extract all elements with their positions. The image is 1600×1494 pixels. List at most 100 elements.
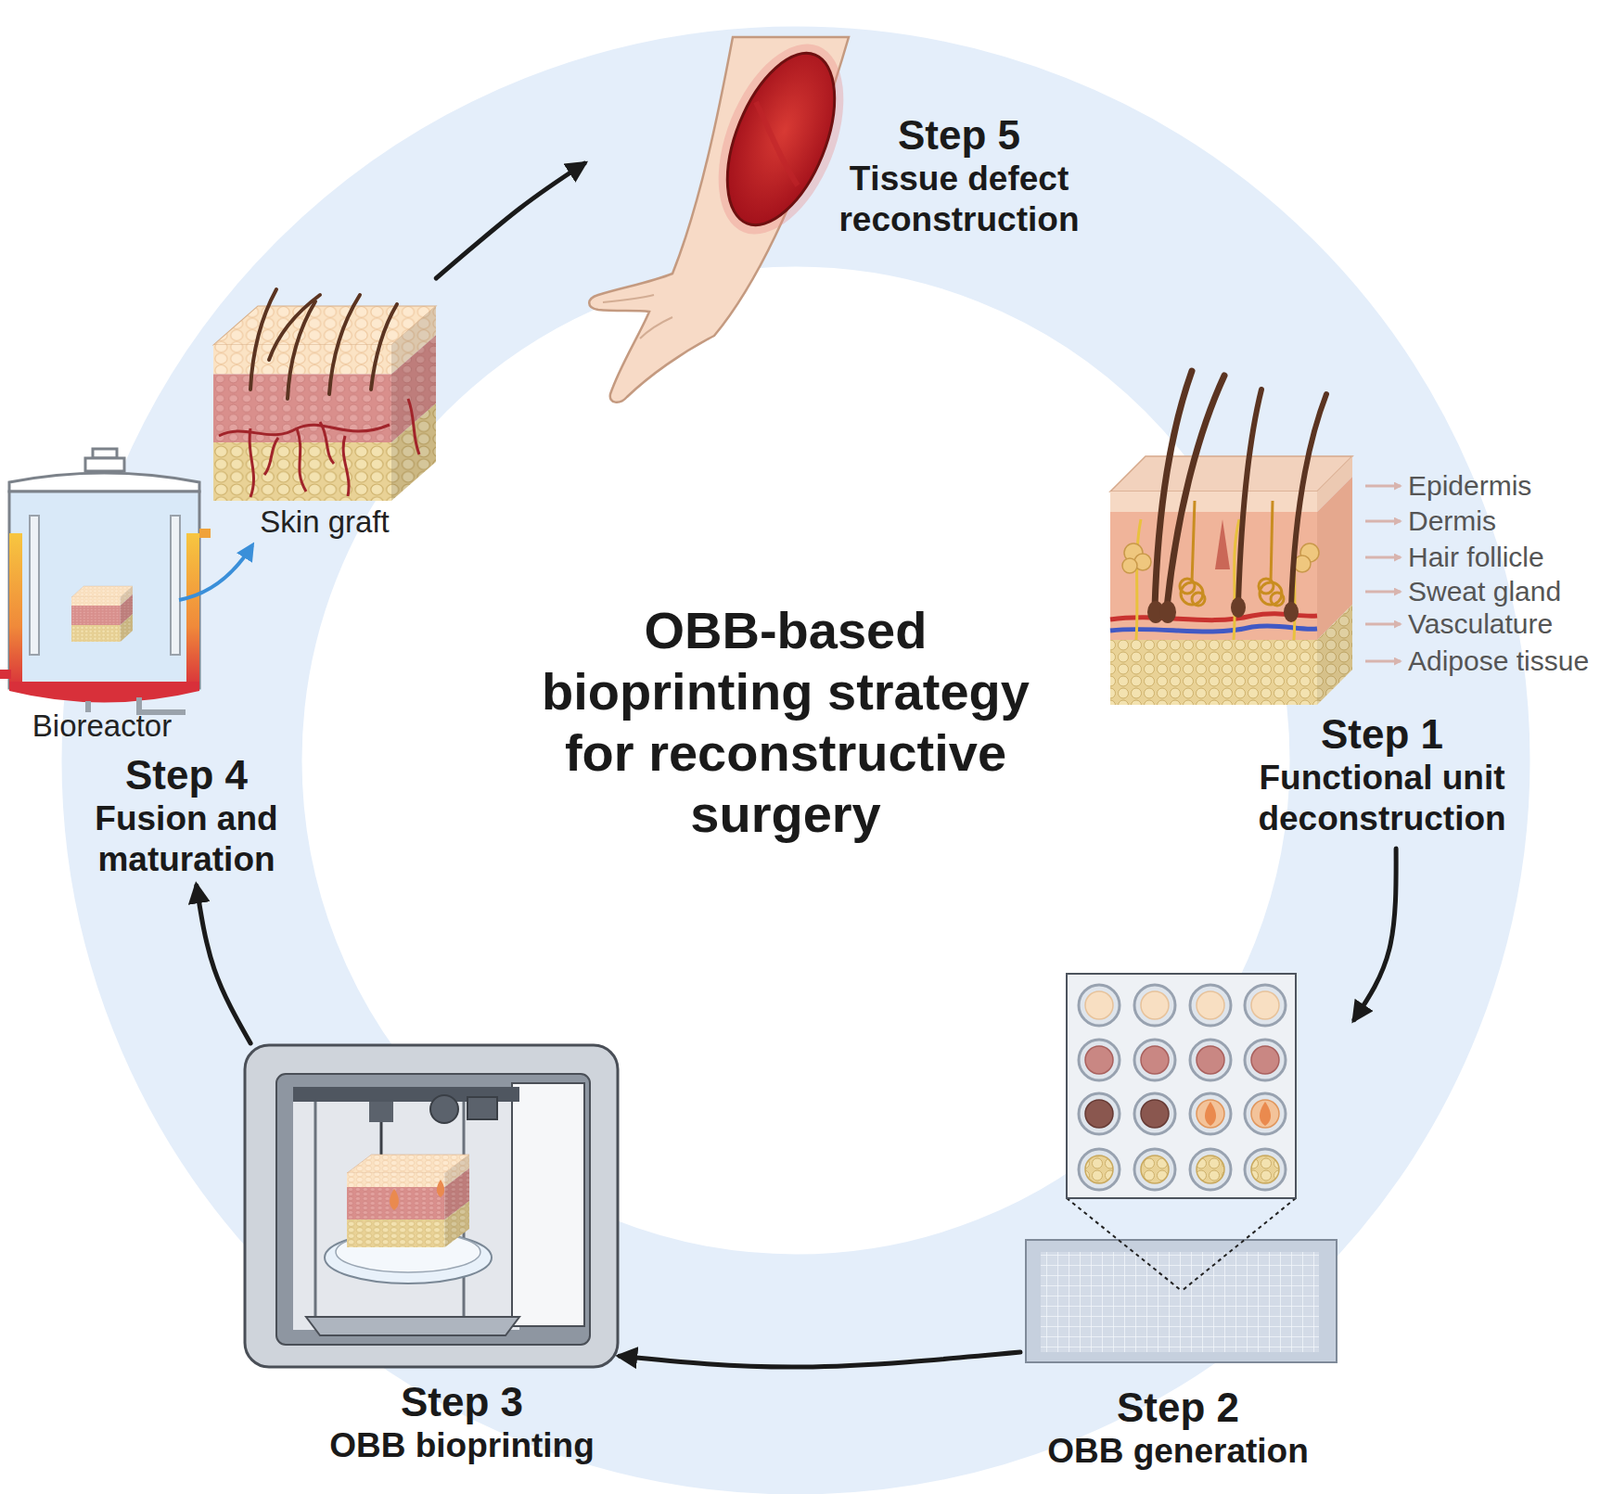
bioprinter-part — [389, 1189, 399, 1211]
step-description: Fusion and maturation — [65, 798, 308, 881]
skin-graft-part-part — [371, 304, 397, 390]
skin-cross-section-part — [1215, 519, 1230, 570]
bioprinter-part — [467, 1097, 498, 1120]
well-plate-part — [1196, 1100, 1280, 1128]
well-plate-part-part — [1190, 1149, 1231, 1191]
step-node: Step 3OBB bioprinting — [243, 1043, 620, 1472]
arm-illustration-part — [640, 317, 673, 339]
well-plate-part-part — [1085, 1100, 1114, 1128]
well-plate-part-part — [1085, 1155, 1114, 1184]
step-node: Step 5Tissue defect reconstruction — [584, 83, 1104, 404]
well-plate-part-part — [1251, 1155, 1280, 1184]
skin-graft-part-part — [296, 428, 307, 492]
skin-cross-section-part-part — [1122, 558, 1138, 574]
well-plate-part-part — [1196, 1100, 1225, 1128]
step-description: OBB bioprinting — [313, 1425, 611, 1467]
skin-cross-section-part — [1365, 486, 1401, 662]
skin-cross-section-part — [1179, 500, 1284, 606]
well-plate-part — [1085, 1100, 1169, 1128]
cycle-arrow — [435, 163, 585, 279]
skin-cross-section-part-part — [1191, 500, 1195, 583]
well-plate-part — [1181, 1198, 1296, 1292]
layer-label: Vasculature — [1408, 607, 1553, 641]
skin-graft-part-part — [320, 422, 334, 464]
step-description: OBB generation — [1020, 1431, 1336, 1472]
well-plate-part-part — [1134, 985, 1176, 1026]
well-plate-part-part — [1204, 1101, 1216, 1127]
step-node: Step 2OBB generation — [1020, 969, 1355, 1475]
bioreactor-vessel-part — [9, 533, 23, 689]
skin-cross-section-part-part — [1238, 389, 1262, 603]
skin-graft-part — [218, 398, 420, 498]
skin-cross-section-part-part — [1166, 375, 1225, 608]
arm-illustration-part — [755, 102, 798, 186]
step-number: Step 3 — [313, 1379, 611, 1426]
well-plate-part-part — [1140, 1046, 1169, 1075]
step-label-group: Step 2OBB generation — [1020, 1384, 1336, 1472]
bioprinter-part — [346, 1154, 470, 1248]
cycle-arrow — [619, 1352, 1021, 1368]
bioprinter-part — [293, 1087, 520, 1331]
well-plate-part — [1025, 1240, 1337, 1363]
well-plate-part-part — [1251, 991, 1280, 1020]
bioreactor-vessel-part — [186, 533, 200, 689]
bioreactor-vessel-part — [199, 528, 211, 538]
well-plate-part-part — [1140, 991, 1169, 1020]
layer-label: Epidermis — [1408, 469, 1532, 503]
skin-graft-part — [213, 306, 436, 501]
skin-cross-section-part — [1110, 491, 1318, 512]
skin-cross-section-part-part — [1270, 500, 1273, 583]
tissue-defect — [705, 38, 857, 241]
layer-label: Hair follicle — [1408, 540, 1545, 575]
skin-cross-section-part — [1317, 604, 1353, 705]
skin-graft-part-part — [218, 424, 390, 436]
well-plate-part-part — [1085, 1046, 1114, 1075]
diagram-title: OBB-based bioprinting strategy for recon… — [502, 600, 1069, 845]
skin-cross-section-part — [1154, 371, 1327, 608]
well-plate-part-part — [1190, 1093, 1231, 1135]
skin-cross-section-part — [1110, 640, 1318, 705]
bioreactor-vessel-part — [179, 545, 253, 601]
bioprinter-part — [369, 1101, 394, 1123]
bioprinter-part — [244, 1045, 618, 1368]
well-plate-part-part — [1078, 1149, 1120, 1191]
step-node: Step 1Functional unit deconstruction — [1103, 366, 1531, 849]
skin-cross-section-part-part — [1365, 520, 1401, 524]
skin-cross-section-part — [1317, 604, 1353, 705]
well-plate-part-part — [1190, 1039, 1231, 1081]
skin-cross-section-part — [1110, 512, 1318, 640]
skin-graft-part-part — [343, 435, 349, 497]
well-plate-part — [1078, 985, 1286, 1191]
skin-cross-section-part-part — [1159, 601, 1177, 624]
skin-cross-section-part-part — [1230, 597, 1246, 618]
well-plate-part-part — [1251, 1100, 1280, 1128]
well-plate-part-part — [1244, 1039, 1286, 1081]
well-plate — [1025, 973, 1337, 1363]
skin-cross-section-part-part — [1365, 660, 1401, 664]
step-number: Step 1 — [1233, 711, 1531, 758]
step-description: Tissue defect reconstruction — [810, 158, 1108, 241]
cycle-arrow — [196, 885, 251, 1044]
well-plate-part-part — [1259, 1101, 1271, 1127]
step-number: Step 4 — [65, 752, 308, 799]
step-label-group: Step 3OBB bioprinting — [313, 1379, 611, 1467]
skin-cross-section-part-part — [1365, 556, 1401, 560]
skin-graft-part-part — [268, 294, 320, 360]
bioprinter — [244, 1045, 618, 1368]
skin-cross-section-part-part — [1365, 485, 1401, 488]
bioreactor-vessel-part — [9, 681, 200, 704]
skin-cross-section-part-part — [1365, 623, 1401, 627]
skin-cross-section-part — [1110, 456, 1353, 492]
skin-cross-section-part-part — [1191, 592, 1205, 606]
skin-graft-part-part — [287, 301, 316, 399]
well-plate-part — [1066, 1198, 1182, 1292]
well-plate-part — [1085, 991, 1280, 1020]
well-plate-part-part — [1244, 1149, 1286, 1191]
bioreactor-vessel-part — [29, 515, 39, 655]
bioprinter-part — [430, 1095, 459, 1124]
bioreactor-vessel-part — [9, 491, 200, 689]
step-node: Step 4Fusion and maturation — [4, 278, 441, 886]
bioprinter-part — [314, 1101, 318, 1318]
well-plate-part — [1085, 1046, 1280, 1075]
